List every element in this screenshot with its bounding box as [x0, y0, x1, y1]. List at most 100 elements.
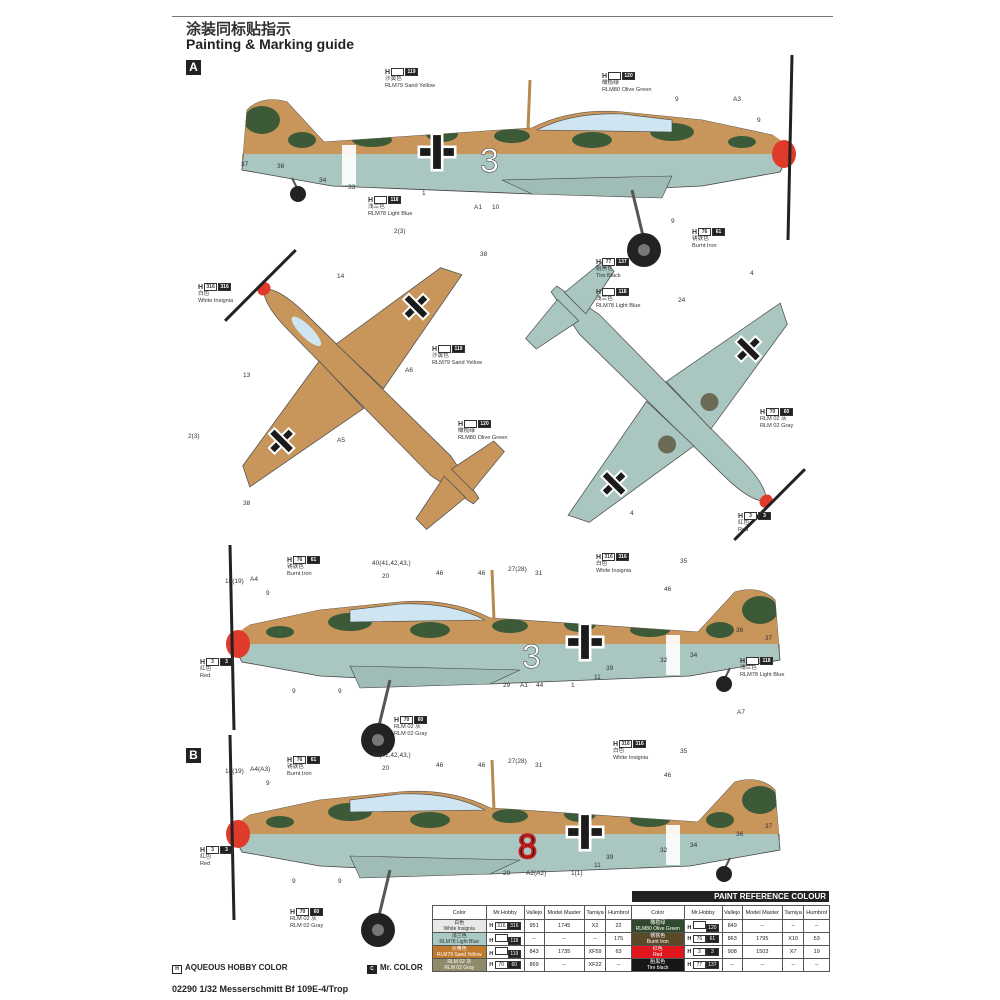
part-number-label: 4: [630, 510, 634, 517]
part-number-label: 40(41,42,43,): [372, 560, 411, 567]
part-number-label: 37: [765, 823, 773, 830]
paint-code: 316: [633, 740, 647, 748]
paint-code: 316: [616, 553, 630, 561]
color-name-en: RLM80 Olive Green: [458, 435, 508, 441]
color-name-en: RLM80 Olive Green: [602, 87, 652, 93]
part-number-label: 11: [594, 862, 601, 869]
color-name-cn: 红色: [738, 520, 750, 526]
fuselage-number-b: 8: [518, 828, 537, 866]
paint-code: 76: [293, 556, 307, 564]
paint-code: 70: [400, 716, 414, 724]
color-en: RLM78 Light Blue: [439, 939, 480, 945]
part-number-label: 14: [337, 273, 345, 280]
part-number-label: 33: [348, 184, 356, 191]
part-number-label: 11: [594, 674, 601, 681]
model-master-code: 1795: [741, 932, 783, 946]
hobby-icon: H: [740, 657, 746, 665]
column-header: Vallejo: [721, 905, 743, 920]
part-number-label: 40(41,42,43,): [372, 752, 411, 759]
code: 119: [507, 949, 521, 958]
paint-code: 3: [206, 658, 220, 666]
paint-code: 118: [388, 196, 402, 204]
hobby-icon: H: [287, 556, 293, 564]
part-number-label: A7: [737, 709, 745, 716]
humbrol-code: 63: [605, 945, 632, 959]
tamiya-code: X7: [781, 945, 805, 959]
color-name-cn: 锈铁色: [287, 764, 304, 770]
color-name-en: Burnt Iron: [692, 243, 717, 249]
color-name-en: RLM78 Light Blue: [740, 672, 785, 678]
vallejo-code: 849: [721, 919, 743, 933]
code: 137: [705, 961, 719, 969]
paint-code: [438, 345, 452, 353]
color-cn: 白色: [454, 920, 465, 926]
part-number-label: 37: [765, 635, 773, 642]
code: 316: [507, 922, 521, 930]
paint-code: [608, 72, 622, 80]
color-en: Tire black: [646, 965, 669, 971]
humbrol-code: 53: [803, 932, 830, 946]
part-number-label: A3: [733, 96, 741, 103]
paint-code: 60: [310, 908, 324, 916]
color-cn: 沙黄色: [451, 946, 467, 952]
part-number-label: 27(28): [508, 566, 527, 573]
paint-code: 60: [414, 716, 428, 724]
code: 61: [705, 935, 719, 943]
hobby-icon: H: [290, 908, 296, 916]
color-name-en: Red: [738, 527, 749, 533]
color-name-cn: 锈铁色: [287, 564, 304, 570]
vallejo-code: 951: [523, 919, 545, 933]
part-number-label: 20: [382, 573, 390, 580]
mr-hobby-code: H 118: [485, 932, 525, 946]
paint-code: 61: [307, 756, 321, 764]
paint-code: 316: [619, 740, 633, 748]
column-header: Color: [432, 905, 487, 920]
part-number-label: 31: [535, 570, 543, 577]
color-name-cn: 沙黄色: [385, 76, 402, 82]
fuselage-number-a: 3: [480, 142, 499, 180]
page-title: Painting & Marking guide: [186, 36, 355, 52]
model-master-code: 1745: [543, 919, 585, 933]
hobby-icon: H: [613, 740, 619, 748]
part-number-label: 36: [736, 831, 744, 838]
part-number-label: 36: [736, 627, 744, 634]
mr-hobby-code: H 119: [485, 945, 525, 959]
hobby-icon: H: [200, 846, 206, 854]
part-number-label: 9: [338, 688, 342, 695]
humbrol-code: –: [803, 958, 830, 972]
model-master-code: 1735: [543, 945, 585, 959]
part-number-label: 32: [660, 847, 668, 854]
scheme-a-badge: A: [186, 60, 201, 75]
part-number-label: 10: [492, 204, 500, 211]
part-number-label: 36: [277, 163, 285, 170]
color-name-en: White Insignia: [198, 298, 234, 304]
code: 118: [507, 936, 521, 945]
color-name-cn: RLM 02 灰: [290, 916, 317, 922]
tamiya-code: XF59: [583, 945, 607, 959]
part-number-label: 46: [664, 772, 672, 779]
color-en: RLM 02 Gray: [444, 965, 475, 971]
column-header: Humbrol: [605, 905, 632, 920]
column-header: Mr.Hobby: [485, 905, 525, 920]
paint-code: [374, 196, 388, 204]
color-en: RLM79 Sand Yellow: [436, 952, 482, 958]
legend-mr-label: Mr. COLOR: [380, 963, 423, 972]
hobby-icon: H: [602, 72, 608, 80]
vallejo-code: –: [523, 932, 545, 946]
color-cn: 橄榄绿: [650, 920, 666, 926]
